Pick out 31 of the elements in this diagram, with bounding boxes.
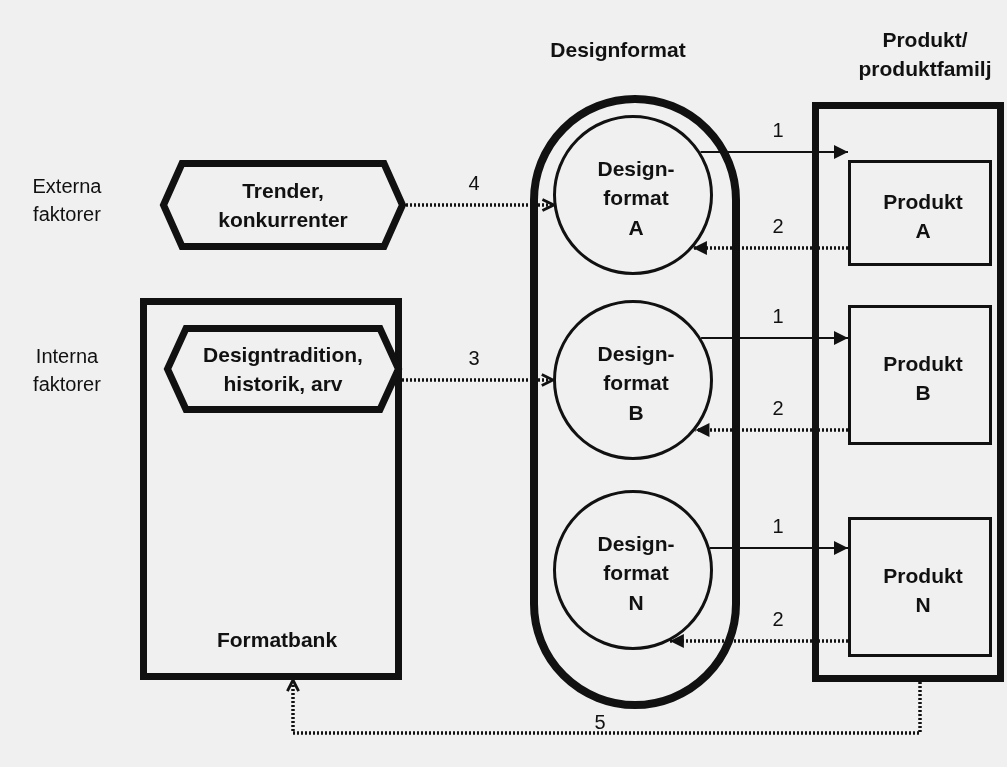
node-label: Produkt A [883, 188, 963, 244]
edge-label: 1 [772, 306, 784, 326]
node-label: Design- format A [597, 155, 675, 241]
edge-label: 2 [772, 398, 784, 418]
circle-node [553, 490, 713, 650]
side-label: Externa faktorer [32, 174, 102, 227]
edge-label: 1 [772, 516, 784, 536]
container-box [140, 298, 402, 680]
edge-label: 1 [772, 120, 784, 140]
edge-label: 2 [772, 216, 784, 236]
node-label: Produkt N [883, 562, 963, 618]
hexagon-box [164, 325, 402, 413]
process-box [848, 517, 992, 657]
circle-node [553, 300, 713, 460]
process-box [848, 160, 992, 266]
node-label: Designtradition, historik, arv [202, 341, 364, 397]
circle-node [553, 115, 713, 275]
node-label: Trender, konkurrenter [218, 177, 348, 233]
node-label: Design- format N [597, 530, 675, 616]
group-heading: Produkt/ produktfamilj [858, 26, 992, 82]
hexagon-box [160, 160, 406, 250]
node-label: Formatbank [216, 627, 338, 654]
edge-label: 4 [468, 173, 480, 193]
process-box [848, 305, 992, 445]
node-label: Produkt B [883, 350, 963, 406]
edge-label: 5 [594, 712, 606, 732]
edge-label: 3 [468, 348, 480, 368]
edge-label: 2 [772, 609, 784, 629]
side-label: Interna faktorer [33, 344, 101, 397]
group-heading: Designformat [550, 37, 686, 64]
node-label: Design- format B [597, 340, 675, 426]
